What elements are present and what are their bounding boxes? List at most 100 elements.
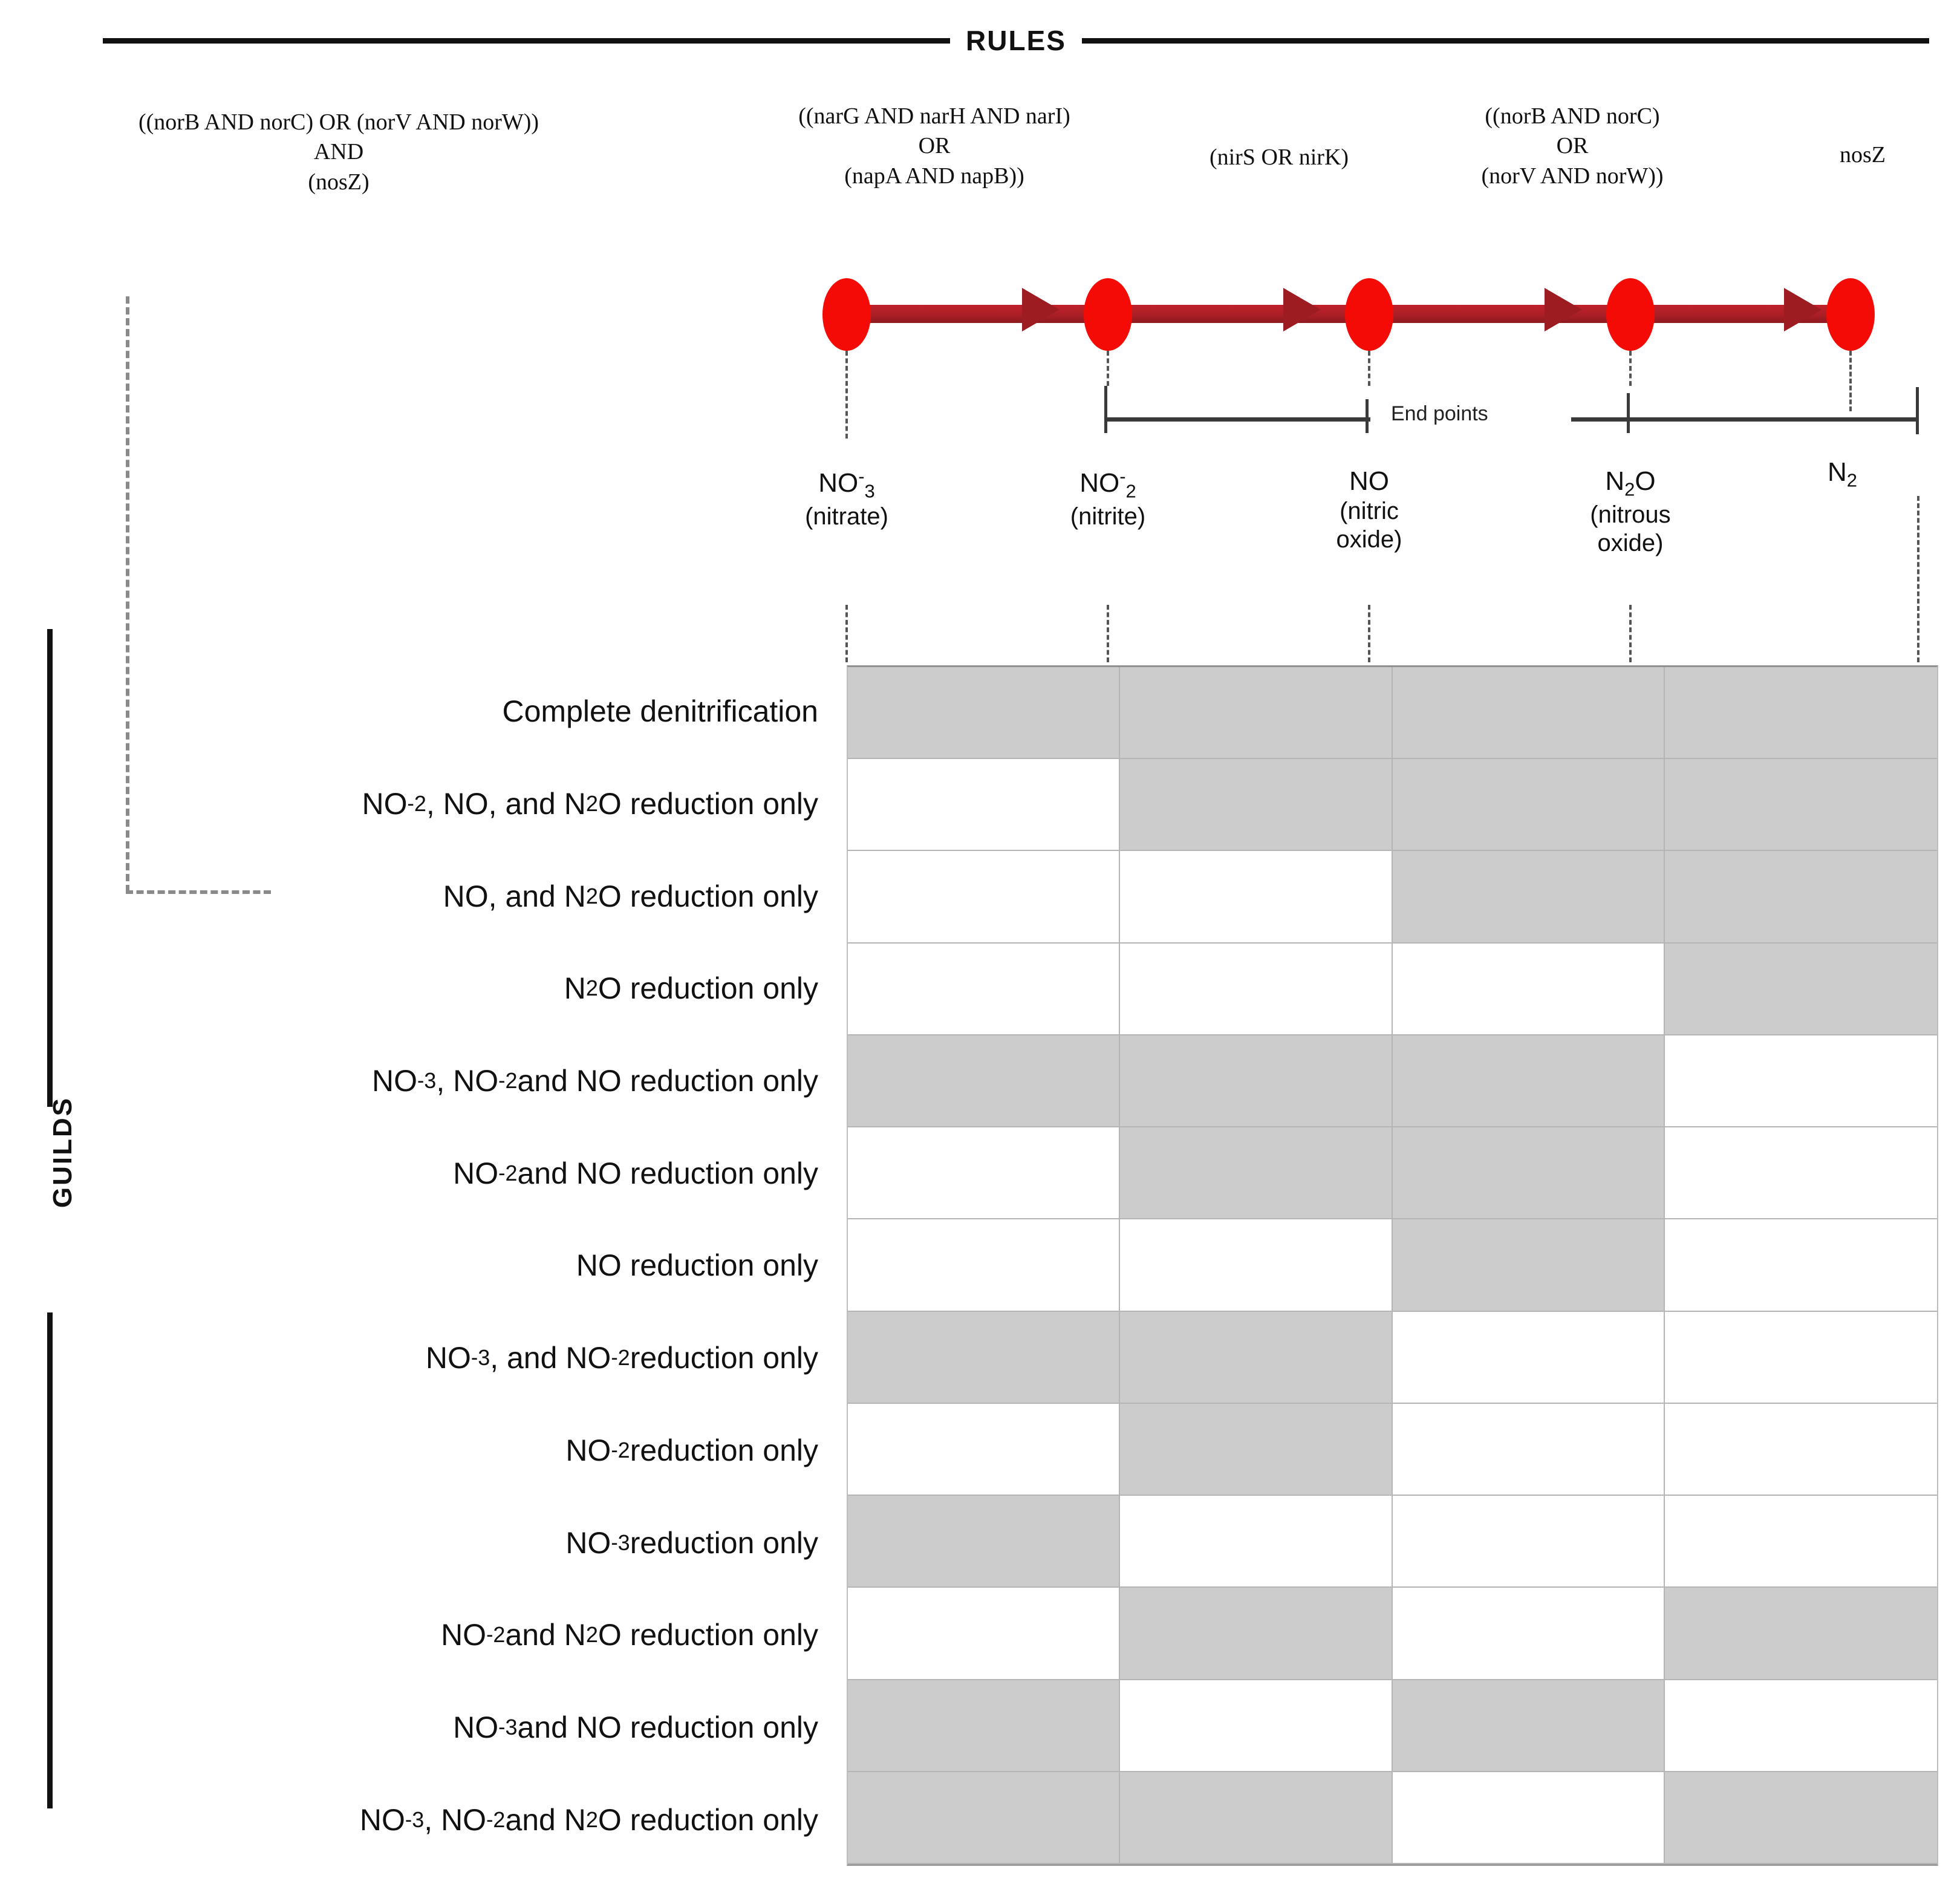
rule-expression-nor-nosz: ((norB AND norC) OR (norV AND norW)) AND… bbox=[12, 108, 665, 197]
matrix-cell bbox=[1664, 1311, 1937, 1404]
tick-line-dinitrogen bbox=[1917, 496, 1919, 662]
matrix-cell bbox=[1664, 667, 1937, 760]
drop-line-dinitrogen bbox=[1849, 351, 1852, 411]
end-points-tick-mid1 bbox=[1366, 399, 1369, 433]
matrix-cell bbox=[848, 667, 1121, 760]
guilds-axis-line-bottom bbox=[47, 1312, 53, 1808]
guild-row-label: Complete denitrification bbox=[502, 694, 819, 729]
tick-line-nitric-oxide bbox=[1368, 605, 1370, 662]
matrix-cell bbox=[1664, 851, 1937, 944]
rule-line: ((norB AND norC) bbox=[1485, 103, 1660, 129]
guild-row-label: NO-3 and NO reduction only bbox=[453, 1710, 818, 1744]
rule-line: (nosZ) bbox=[308, 169, 370, 195]
matrix-cell bbox=[1392, 943, 1665, 1035]
matrix-cell bbox=[1120, 1496, 1393, 1588]
rules-title: RULES bbox=[966, 25, 1066, 56]
tick-line-nitrous-oxide bbox=[1629, 605, 1632, 662]
matrix-cell bbox=[1120, 1127, 1393, 1220]
tick-line-nitrite bbox=[1107, 605, 1109, 662]
guild-row-label: NO-3, and NO-2 reduction only bbox=[425, 1341, 818, 1375]
pathway-node-nitric-oxide bbox=[1345, 278, 1393, 351]
matrix-cell bbox=[848, 759, 1121, 852]
species-formula: NO-3 bbox=[818, 466, 875, 502]
matrix-cell bbox=[1664, 759, 1937, 852]
matrix-cell bbox=[1392, 667, 1665, 760]
matrix-cell bbox=[848, 1311, 1121, 1404]
matrix-cell bbox=[1664, 1127, 1937, 1220]
rule-expression-nir: (nirS OR nirK) bbox=[1149, 143, 1409, 172]
drop-line-nitric-oxide bbox=[1368, 351, 1370, 386]
matrix-cell bbox=[1120, 851, 1393, 944]
rule-line: (nirS OR nirK) bbox=[1209, 145, 1349, 170]
denitrification-pathway-chain bbox=[822, 278, 1875, 351]
matrix-cell bbox=[1664, 943, 1937, 1035]
guilds-axis-line-top bbox=[47, 629, 53, 1107]
guild-row-label: NO-2 and NO reduction only bbox=[453, 1156, 818, 1190]
matrix-cell bbox=[1392, 1588, 1665, 1680]
matrix-cell bbox=[1120, 1311, 1393, 1404]
matrix-cell bbox=[1392, 1680, 1665, 1772]
matrix-cell bbox=[1120, 1680, 1393, 1772]
matrix-cell bbox=[848, 1219, 1121, 1312]
matrix-cell bbox=[1664, 1035, 1937, 1128]
rule-line: (napA AND napB)) bbox=[844, 163, 1024, 189]
rule-line: AND bbox=[313, 139, 364, 165]
matrix-cell bbox=[1392, 1772, 1665, 1864]
matrix-cell bbox=[848, 1772, 1121, 1864]
guild-row-label: NO-2 reduction only bbox=[565, 1433, 818, 1467]
guild-row-label-list: Complete denitrification NO-2, NO, and N… bbox=[91, 665, 832, 1866]
species-label-dinitrogen: N2 bbox=[1828, 457, 1960, 492]
guilds-axis-label: GUILDS bbox=[48, 1096, 77, 1208]
drop-line-nitrate bbox=[845, 351, 848, 439]
matrix-cell bbox=[1120, 1772, 1393, 1864]
matrix-cell bbox=[848, 1680, 1121, 1772]
matrix-cell bbox=[848, 1403, 1121, 1496]
matrix-cell bbox=[1120, 1219, 1393, 1312]
guild-reduction-matrix bbox=[847, 665, 1938, 1866]
matrix-cell bbox=[1120, 1403, 1393, 1496]
pathway-node-nitrous-oxide bbox=[1606, 278, 1655, 351]
pathway-arrowhead-icon bbox=[1784, 288, 1822, 331]
matrix-cell bbox=[1120, 667, 1393, 760]
species-formula: NO-2 bbox=[1079, 466, 1136, 502]
guild-guide-dashed-horizontal bbox=[126, 890, 271, 894]
rule-line: OR bbox=[1556, 133, 1589, 159]
pathway-arrowhead-icon bbox=[1022, 288, 1060, 331]
species-formula: N2O bbox=[1605, 466, 1656, 500]
rules-header: RULES bbox=[103, 27, 1929, 54]
pathway-arrowhead-icon bbox=[1283, 288, 1321, 331]
rule-expression-nar-nap: ((narG AND narH AND narI) OR (napA AND n… bbox=[735, 102, 1134, 191]
rule-line: ((norB AND norC) OR (norV AND norW)) bbox=[138, 109, 539, 135]
matrix-cell bbox=[848, 1127, 1121, 1220]
matrix-cell bbox=[848, 851, 1121, 944]
end-points-tick-mid2 bbox=[1627, 393, 1630, 433]
rule-line: (norV AND norW)) bbox=[1481, 163, 1664, 189]
rule-line: nosZ bbox=[1840, 142, 1886, 168]
matrix-cell bbox=[1392, 1496, 1665, 1588]
end-points-line-left bbox=[1104, 417, 1370, 422]
species-formula: N2 bbox=[1828, 457, 1858, 491]
matrix-cell bbox=[848, 1588, 1121, 1680]
matrix-cell bbox=[1392, 1403, 1665, 1496]
matrix-cell bbox=[1120, 1035, 1393, 1128]
matrix-cell bbox=[1392, 1035, 1665, 1128]
matrix-cell bbox=[848, 1035, 1121, 1128]
tick-line-nitrate bbox=[845, 605, 848, 662]
guild-row-label: NO-3 reduction only bbox=[565, 1525, 818, 1560]
end-points-line-right bbox=[1571, 417, 1918, 422]
pathway-node-nitrate bbox=[822, 278, 871, 351]
matrix-cell bbox=[1392, 851, 1665, 944]
species-label-nitrate: NO-3 (nitrate) bbox=[756, 466, 937, 531]
matrix-cell bbox=[1392, 759, 1665, 852]
matrix-cell bbox=[1120, 759, 1393, 852]
guild-guide-dashed-vertical bbox=[126, 296, 129, 892]
